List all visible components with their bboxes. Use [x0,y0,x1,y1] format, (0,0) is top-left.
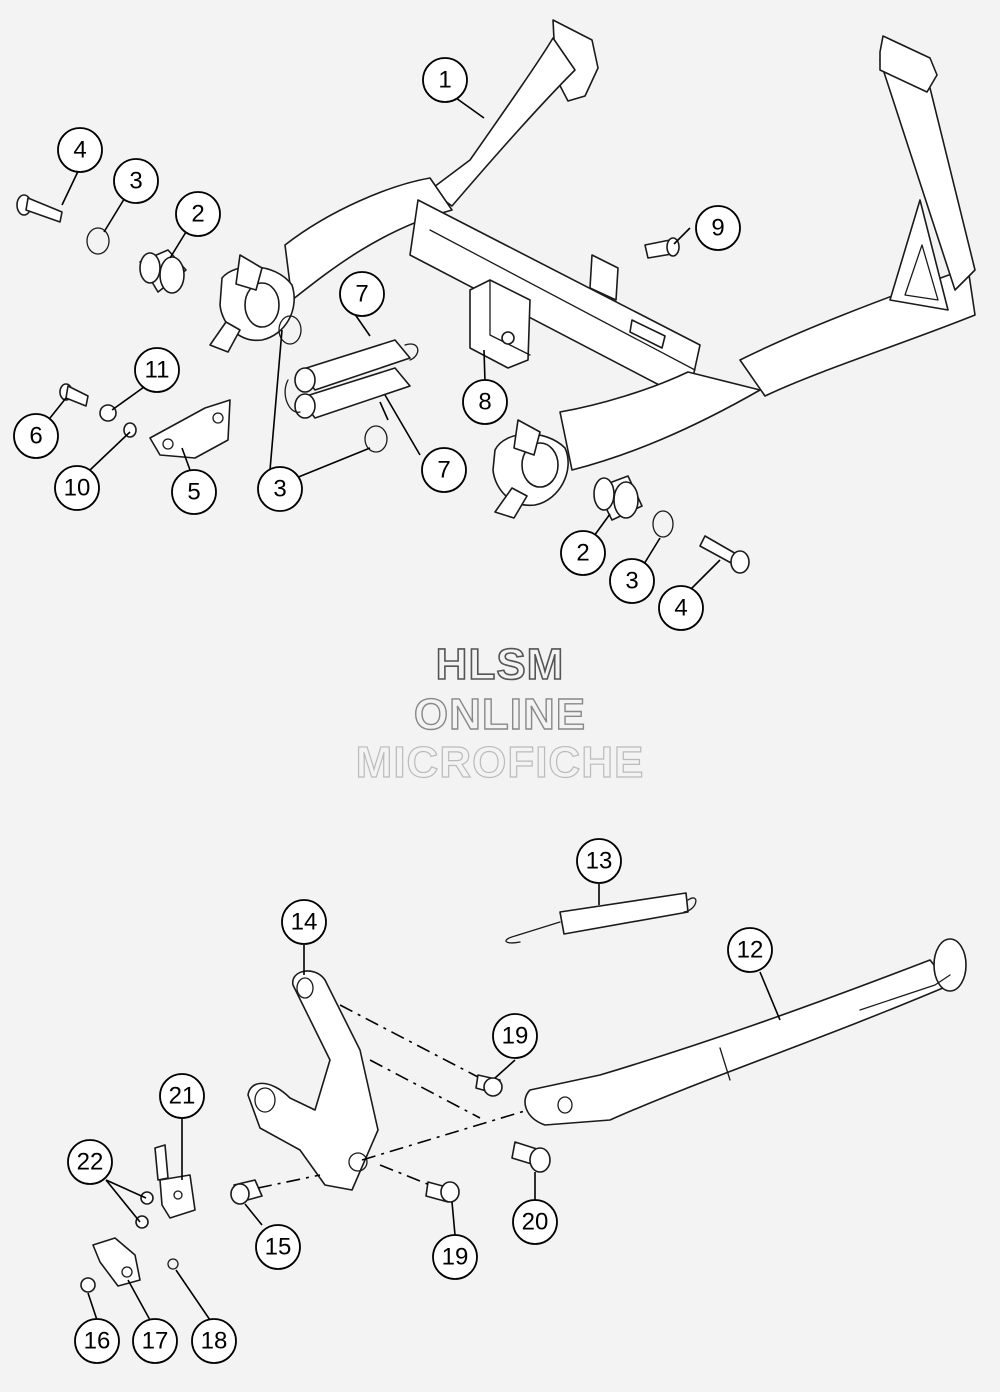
sleeve-part-10 [123,422,137,438]
callout-21: 21 [159,1073,205,1119]
callout-label: 19 [502,1023,529,1050]
callout-label: 5 [187,479,200,506]
watermark-line-3: MICROFICHE [355,737,645,787]
callout-9: 9 [695,205,741,251]
ring-part-18 [167,1258,179,1270]
bolt-part-4-right [699,535,750,574]
sleeve-part-11 [99,404,117,422]
callout-6: 6 [13,413,59,459]
callout-label: 2 [191,201,204,228]
callout-label: 17 [142,1328,169,1355]
callout-label: 4 [674,595,687,622]
callout-label: 7 [437,457,450,484]
assembly-line [361,1109,529,1161]
callout-4: 4 [57,127,103,173]
nut-part-16 [80,1277,96,1293]
screw-part-22-b [135,1215,149,1229]
pin-part-15 [230,1179,263,1205]
callout-7: 7 [421,447,467,493]
o-ring-part-3-mid [278,315,302,345]
callout-19: 19 [432,1234,478,1280]
callout-label: 3 [273,476,286,503]
callout-2: 2 [175,191,221,237]
callout-7: 7 [339,271,385,317]
callout-label: 19 [442,1244,469,1271]
watermark-line-2: ONLINE [413,689,587,739]
bolt-part-6 [59,383,89,407]
callout-label: 3 [625,568,638,595]
callout-18: 18 [191,1318,237,1364]
center-stand [209,19,976,519]
callout-4: 4 [658,585,704,631]
assembly-line [257,1174,321,1189]
callout-19: 19 [492,1013,538,1059]
side-stand-bracket-part-14 [247,970,379,1191]
callout-22: 22 [67,1139,113,1185]
bracket-part-8 [469,279,531,369]
assembly-line [369,1059,481,1119]
callout-label: 3 [129,168,142,195]
spring-part-7 [284,339,419,419]
bolt-part-19-lower [425,1181,460,1203]
callout-label: 8 [478,389,491,416]
callout-label: 10 [64,475,91,502]
o-ring-part-3-low [364,425,388,453]
callout-11: 11 [134,347,180,393]
screw-part-22-a [140,1191,154,1205]
bolt-part-20 [511,1141,551,1173]
callout-8: 8 [462,379,508,425]
callout-3: 3 [257,466,303,512]
callout-10: 10 [54,465,100,511]
callout-label: 13 [586,848,613,875]
callout-label: 11 [145,357,170,384]
o-ring-part-3-right [652,510,674,538]
callout-label: 18 [201,1328,228,1355]
bolt-part-4-left [16,194,63,223]
callout-20: 20 [512,1199,558,1245]
callout-label: 12 [737,937,764,964]
callout-label: 6 [29,423,42,450]
callout-label: 20 [522,1209,549,1236]
assembly-line [339,1004,479,1078]
callout-3: 3 [609,558,655,604]
callout-label: 21 [169,1083,196,1110]
o-ring-part-3-left [86,227,110,255]
callout-17: 17 [132,1318,178,1364]
watermark-line-1: HLSM [435,639,565,690]
switch-part-21 [154,1144,196,1219]
bushing-part-2-left [139,249,187,294]
callout-12: 12 [727,927,773,973]
callout-label: 22 [77,1149,104,1176]
callout-5: 5 [171,469,217,515]
callout-2: 2 [560,530,606,576]
plate-part-17 [92,1237,141,1287]
assembly-line [379,1164,431,1186]
callout-label: 7 [355,281,368,308]
callout-16: 16 [74,1318,120,1364]
callout-label: 2 [576,540,589,567]
callout-15: 15 [255,1224,301,1270]
callout-label: 4 [73,137,86,164]
callout-3: 3 [113,158,159,204]
bolt-part-19-upper [475,1074,503,1097]
bolt-part-9 [644,237,680,259]
callout-label: 15 [265,1234,292,1261]
spring-part-13 [505,892,697,944]
callout-label: 9 [711,215,724,242]
callout-label: 16 [84,1328,111,1355]
callout-label: 1 [438,67,451,94]
callout-label: 14 [291,909,318,936]
callout-14: 14 [281,899,327,945]
side-stand-leg-part-12 [524,938,967,1126]
bushing-part-2-right [593,475,643,521]
callout-13: 13 [576,838,622,884]
callout-1: 1 [422,57,468,103]
bracket-part-5 [149,399,231,459]
